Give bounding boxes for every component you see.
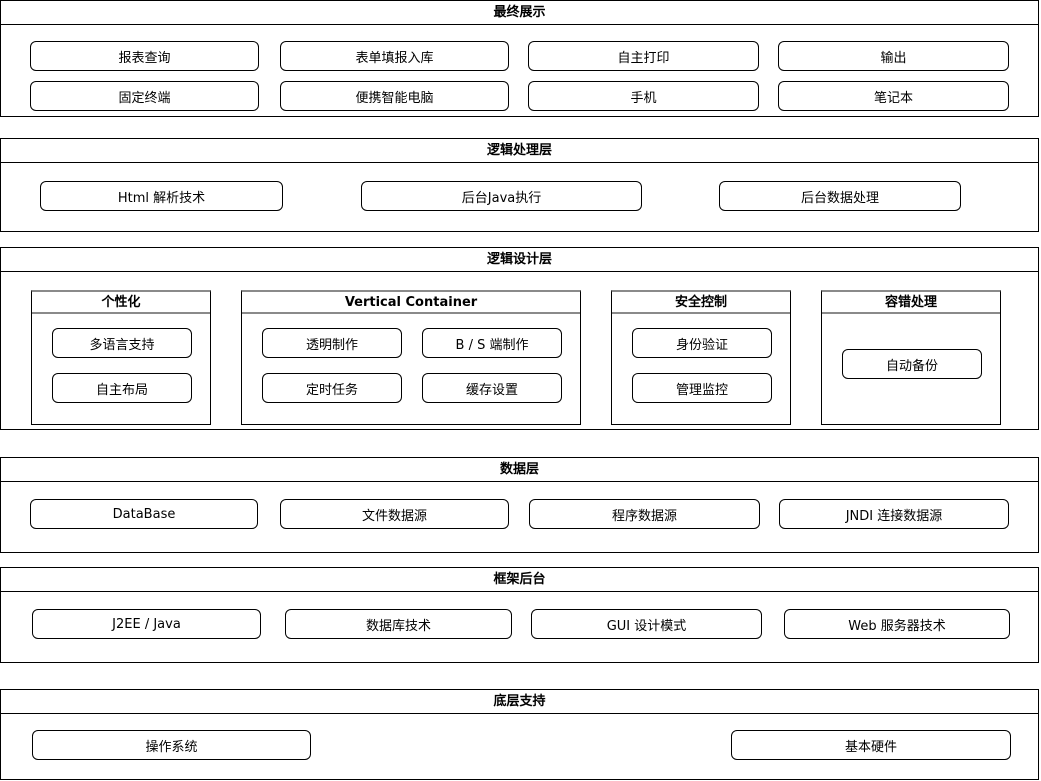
node-laptop: 笔记本 <box>778 81 1009 111</box>
layer-logic-processing-title: 逻辑处理层 <box>1 139 1038 163</box>
group-fault-tolerance-title: 容错处理 <box>822 292 1000 314</box>
group-personalization: 个性化 多语言支持 自主布局 <box>31 290 211 425</box>
node-portable-smart-pc: 便携智能电脑 <box>280 81 509 111</box>
node-report-query: 报表查询 <box>30 41 259 71</box>
layer-data: 数据层 DataBase 文件数据源 程序数据源 JNDI 连接数据源 <box>0 457 1039 553</box>
group-security-control: 安全控制 身份验证 管理监控 <box>611 290 791 425</box>
node-mobile-phone: 手机 <box>528 81 759 111</box>
layer-framework-backend-title: 框架后台 <box>1 568 1038 592</box>
node-jndi-datasource: JNDI 连接数据源 <box>779 499 1009 529</box>
node-multilanguage-support: 多语言支持 <box>52 328 192 358</box>
node-management-monitoring: 管理监控 <box>632 373 772 403</box>
node-transparent-making: 透明制作 <box>262 328 402 358</box>
layer-base-support: 底层支持 操作系统 基本硬件 <box>0 689 1039 780</box>
node-operating-system: 操作系统 <box>32 730 311 760</box>
node-program-datasource: 程序数据源 <box>529 499 760 529</box>
node-html-parsing: Html 解析技术 <box>40 181 283 211</box>
layer-data-title: 数据层 <box>1 458 1038 482</box>
node-self-print: 自主打印 <box>528 41 759 71</box>
node-identity-verification: 身份验证 <box>632 328 772 358</box>
node-j2ee-java: J2EE / Java <box>32 609 261 639</box>
layer-base-support-title: 底层支持 <box>1 690 1038 714</box>
layer-final-display-title: 最终展示 <box>1 1 1038 25</box>
layer-logic-design: 逻辑设计层 个性化 多语言支持 自主布局 Vertical Container … <box>0 247 1039 430</box>
layer-logic-processing: 逻辑处理层 Html 解析技术 后台Java执行 后台数据处理 <box>0 138 1039 232</box>
node-bs-side-making: B / S 端制作 <box>422 328 562 358</box>
layer-logic-design-title: 逻辑设计层 <box>1 248 1038 272</box>
node-database: DataBase <box>30 499 258 529</box>
node-fixed-terminal: 固定终端 <box>30 81 259 111</box>
node-gui-design-pattern: GUI 设计模式 <box>531 609 762 639</box>
node-web-server-tech: Web 服务器技术 <box>784 609 1010 639</box>
node-backend-data-processing: 后台数据处理 <box>719 181 961 211</box>
layer-final-display: 最终展示 报表查询 表单填报入库 自主打印 输出 固定终端 便携智能电脑 手机 … <box>0 0 1039 117</box>
node-auto-backup: 自动备份 <box>842 349 982 379</box>
node-database-tech: 数据库技术 <box>285 609 512 639</box>
node-cache-setting: 缓存设置 <box>422 373 562 403</box>
node-backend-java-exec: 后台Java执行 <box>361 181 642 211</box>
node-file-datasource: 文件数据源 <box>280 499 509 529</box>
group-vertical-container-title: Vertical Container <box>242 292 580 314</box>
node-basic-hardware: 基本硬件 <box>731 730 1011 760</box>
group-vertical-container: Vertical Container 透明制作 B / S 端制作 定时任务 缓… <box>241 290 581 425</box>
group-fault-tolerance: 容错处理 自动备份 <box>821 290 1001 425</box>
node-form-fill-store: 表单填报入库 <box>280 41 509 71</box>
group-personalization-title: 个性化 <box>32 292 210 314</box>
node-timed-task: 定时任务 <box>262 373 402 403</box>
node-self-layout: 自主布局 <box>52 373 192 403</box>
group-security-control-title: 安全控制 <box>612 292 790 314</box>
node-output: 输出 <box>778 41 1009 71</box>
layer-framework-backend: 框架后台 J2EE / Java 数据库技术 GUI 设计模式 Web 服务器技… <box>0 567 1039 663</box>
